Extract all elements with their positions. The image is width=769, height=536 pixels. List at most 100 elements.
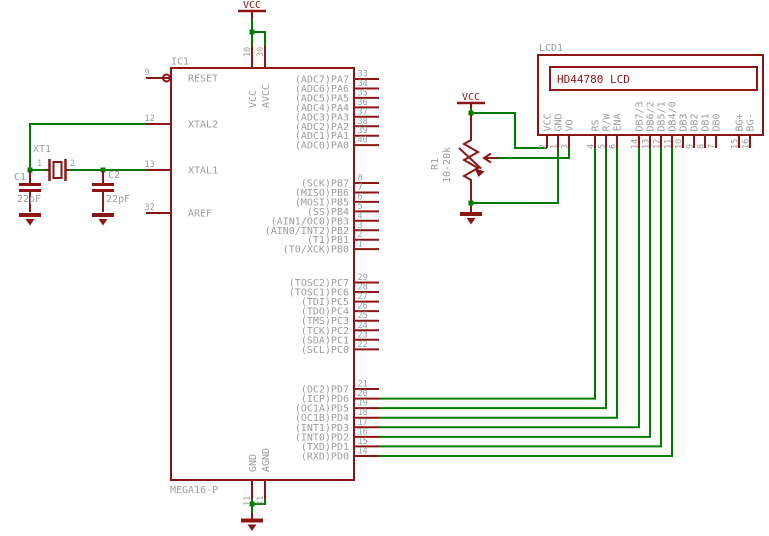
net-lcd-gnd bbox=[471, 148, 559, 204]
pin-number: 2 bbox=[358, 230, 363, 240]
pin-name: DB7/3 bbox=[635, 101, 646, 131]
pin-name: (ADC1)PA1 bbox=[295, 131, 349, 142]
net-pd5-rw bbox=[379, 148, 607, 410]
pin-name: (ICP)PD6 bbox=[301, 394, 349, 405]
component-value: 10-20k bbox=[442, 147, 453, 183]
pin-number: 36 bbox=[358, 98, 368, 108]
pin-number: 1 bbox=[37, 159, 42, 169]
pin-number: 11 bbox=[243, 496, 253, 506]
pin-number: 19 bbox=[358, 399, 368, 409]
pin-number: 5 bbox=[598, 144, 608, 149]
pin-number: 13 bbox=[642, 139, 652, 149]
capacitor-symbol bbox=[92, 171, 114, 212]
pin-name: (TOSC1)PC6 bbox=[289, 288, 349, 299]
component-graphics bbox=[19, 9, 764, 531]
pin-name: (AIN1/OC0)PB3 bbox=[271, 216, 349, 227]
pin-name: AGND bbox=[261, 448, 272, 472]
pin-name: R/W bbox=[602, 112, 613, 131]
pin-number: 13 bbox=[145, 160, 155, 170]
pin-number: 33 bbox=[358, 70, 368, 80]
pin-name: (ADC5)PA5 bbox=[295, 93, 349, 104]
pin-number: 28 bbox=[358, 283, 368, 293]
pin-name: (OC2)PD7 bbox=[301, 385, 349, 396]
pin-number: 12 bbox=[653, 139, 663, 149]
potentiometer-symbol bbox=[458, 115, 498, 200]
pin-name: XTAL2 bbox=[188, 120, 218, 131]
junction-dot bbox=[249, 29, 255, 35]
pin-name: RS bbox=[591, 119, 602, 131]
gnd-symbol bbox=[241, 513, 263, 531]
pin-number: 34 bbox=[358, 79, 368, 89]
ic-outline bbox=[170, 67, 355, 481]
pin-name: (RXD)PD0 bbox=[301, 451, 349, 462]
component-ref: R1 bbox=[430, 158, 441, 170]
capacitor-symbol bbox=[19, 171, 41, 212]
pin-number: 3 bbox=[561, 144, 571, 149]
pin-name: (INT1)PD3 bbox=[295, 423, 349, 434]
pin-name: (SCL)PC0 bbox=[301, 345, 349, 356]
pin-name: (TCK)PC2 bbox=[301, 326, 349, 337]
pin-name: DB6/2 bbox=[646, 101, 657, 131]
pin-number: 23 bbox=[358, 330, 368, 340]
component-ref: IC1 bbox=[171, 57, 189, 68]
pin-name: (MOSI)PB5 bbox=[295, 197, 349, 208]
pin-number: 6 bbox=[609, 144, 619, 149]
junction-dot bbox=[249, 501, 255, 507]
pin-number: 14 bbox=[358, 446, 368, 456]
pin-number: 3 bbox=[358, 221, 363, 231]
pin-name: BG+ bbox=[735, 113, 746, 131]
pin-name: (ADC3)PA3 bbox=[295, 112, 349, 123]
lcd-inner-frame bbox=[549, 66, 758, 91]
component-ref: XT1 bbox=[33, 144, 51, 155]
pin-name: (AIN0/INT2)PB2 bbox=[265, 226, 349, 237]
component-value: HD44780 LCD bbox=[557, 73, 630, 86]
pin-number: 15 bbox=[731, 139, 741, 149]
pin-name: GND bbox=[554, 113, 565, 131]
pin-number: 7 bbox=[358, 183, 363, 193]
junction-dots bbox=[27, 29, 474, 507]
pin-number: 29 bbox=[358, 273, 368, 283]
pin-name: XTAL1 bbox=[188, 166, 218, 177]
component-ref: LCD1 bbox=[539, 43, 563, 54]
pin-name: VCC bbox=[248, 90, 259, 108]
labels: IC1 MEGA16-P LCD1 HD44780 LCD VCC VCC XT… bbox=[14, 0, 630, 506]
pin-number: 1 bbox=[358, 240, 363, 250]
pin-number: 32 bbox=[145, 203, 155, 213]
pin-name: VCC bbox=[543, 113, 554, 131]
pin-name: (MISO)PB6 bbox=[295, 188, 349, 199]
pin-name: AREF bbox=[188, 209, 212, 220]
pin-number: 27 bbox=[358, 292, 368, 302]
pin-name: DB0 bbox=[712, 113, 723, 131]
pin-number: 35 bbox=[358, 88, 368, 98]
pin-number: 10 bbox=[675, 139, 685, 149]
vcc-label: VCC bbox=[243, 0, 261, 11]
pin-name: (INT0)PD2 bbox=[295, 432, 349, 443]
net-pd4-ena bbox=[379, 148, 618, 419]
pin-name: (TDI)PC5 bbox=[301, 297, 349, 308]
pin-number: 26 bbox=[358, 302, 368, 312]
pin-name: AVCC bbox=[261, 84, 272, 108]
pin-name: DB4/0 bbox=[668, 101, 679, 131]
pin-number: 38 bbox=[358, 117, 368, 127]
pin-name: (TOSC2)PC7 bbox=[289, 278, 349, 289]
pin-name: ENA bbox=[613, 113, 624, 131]
pin-name: (TMS)PC3 bbox=[301, 316, 349, 327]
pin-number: 24 bbox=[358, 321, 368, 331]
pin-name: DB2 bbox=[690, 113, 701, 131]
pin-number: 16 bbox=[742, 139, 752, 149]
pin-number: 39 bbox=[358, 126, 368, 136]
pin-name: (TXD)PD1 bbox=[301, 442, 349, 453]
pin-number: 8 bbox=[697, 144, 707, 149]
net-pd3-db7 bbox=[379, 148, 640, 429]
net-pd1-db5 bbox=[379, 148, 662, 448]
pin-number: 37 bbox=[358, 107, 368, 117]
net-xtal2 bbox=[29, 123, 146, 170]
pin-name: (T0/XCK)PB0 bbox=[283, 245, 349, 256]
pin-number: 18 bbox=[358, 408, 368, 418]
pin-name: (OC1B)PD4 bbox=[295, 413, 349, 424]
pin-name: (ADC2)PA2 bbox=[295, 122, 349, 133]
pin-name: (SCK)PB7 bbox=[301, 179, 349, 190]
